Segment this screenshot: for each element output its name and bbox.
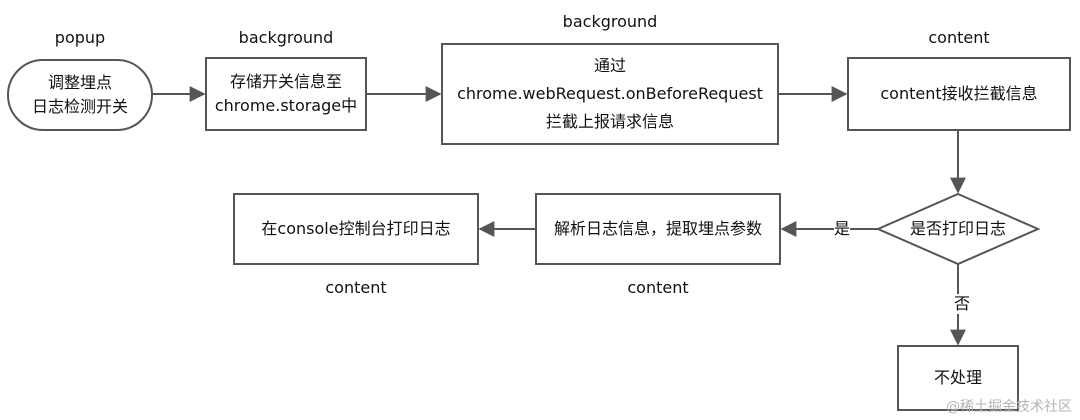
node-parse-shape [535, 193, 781, 265]
edge-label-yes: 是 [833, 219, 851, 239]
label-content-receive: content [928, 28, 990, 47]
label-background-intercept: background [562, 12, 658, 31]
node-intercept-shape [441, 43, 779, 145]
label-popup: popup [54, 28, 106, 47]
edge-label-no: 否 [953, 294, 971, 314]
node-decision-shape [875, 192, 1041, 266]
label-content-parse: content [627, 278, 689, 297]
label-content-print: content [325, 278, 387, 297]
node-print-shape [233, 193, 479, 265]
node-receive-shape [847, 57, 1071, 131]
watermark: @稀土掘金技术社区 [946, 399, 1072, 415]
label-background-storage: background [238, 28, 334, 47]
node-storage-shape [205, 57, 367, 131]
node-noop-shape [897, 345, 1019, 411]
node-toggle-shape [7, 59, 153, 131]
